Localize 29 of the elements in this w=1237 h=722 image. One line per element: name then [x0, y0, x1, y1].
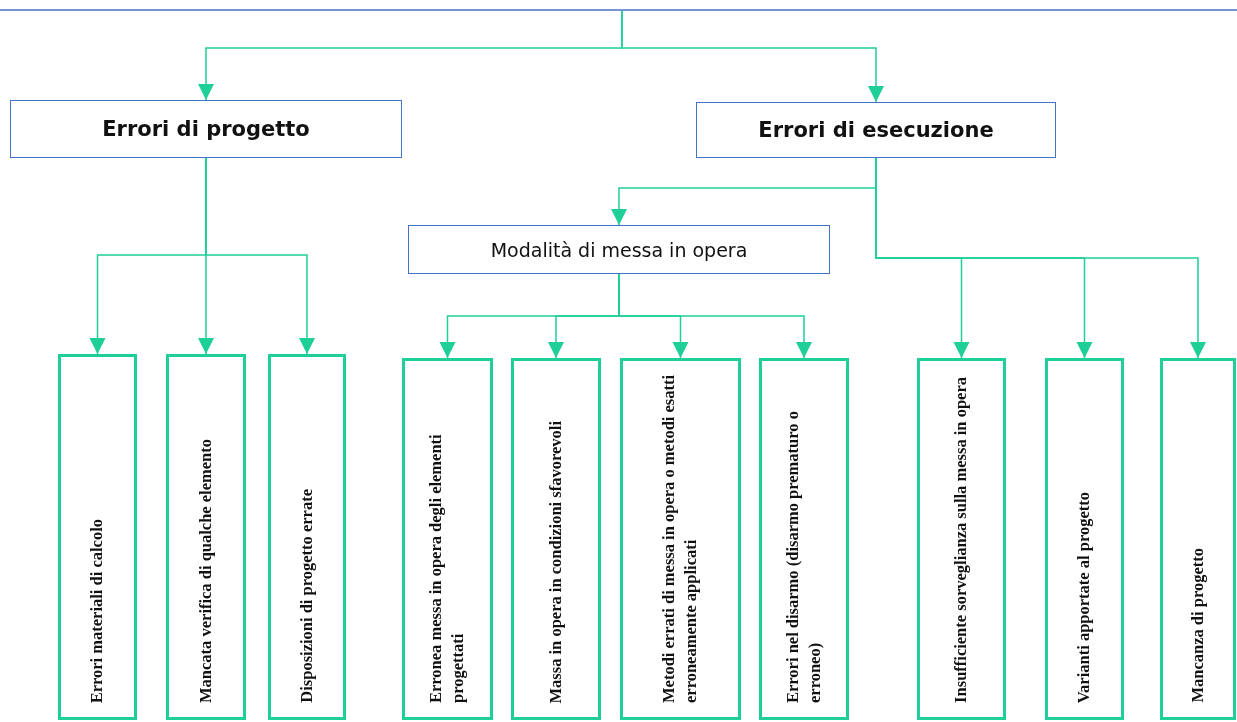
cause-label: Varianti apportate al progetto — [1073, 491, 1095, 703]
cause-box — [166, 354, 246, 720]
cause-label: Massa in opera in condizioni sfavorevoli — [544, 420, 566, 703]
cause-box — [917, 358, 1006, 720]
cause-box — [1160, 358, 1236, 720]
cause-box — [58, 354, 137, 720]
cause-box — [511, 358, 601, 720]
cause-label: Errori materiali di calcolo — [86, 518, 108, 703]
category-label: Errori di esecuzione — [758, 118, 994, 142]
cause-label: Disposizioni di progetto errate — [295, 489, 317, 703]
cause-label: Mancata verifica di qualche elemento — [194, 439, 216, 703]
cause-label: Erronea messa in opera degli elementi progettati — [425, 433, 469, 703]
category-box — [696, 102, 1056, 158]
category-box — [408, 225, 830, 274]
cause-box — [268, 354, 346, 720]
cause-label: Insufficiente sorveglianza sulla messa in opera — [950, 377, 972, 703]
cause-box — [620, 358, 741, 720]
connector-arrow — [618, 273, 812, 359]
category-box — [10, 100, 402, 158]
category-label: Errori di progetto — [102, 117, 310, 141]
cause-label: Metodi errati di messa in opera o metodi esatti erroneamente applicati — [658, 373, 702, 703]
cause-label: Mancanza di progetto — [1186, 548, 1208, 703]
connector-arrow — [621, 10, 884, 103]
connector-arrow — [205, 157, 315, 355]
cause-box — [1045, 358, 1124, 720]
cause-box — [402, 358, 493, 720]
category-label: Modalità di messa in opera — [490, 238, 748, 261]
cause-label: Errori nel disarmo (disarmo prematuro o erroneo) — [781, 410, 825, 703]
cause-box — [759, 358, 849, 720]
